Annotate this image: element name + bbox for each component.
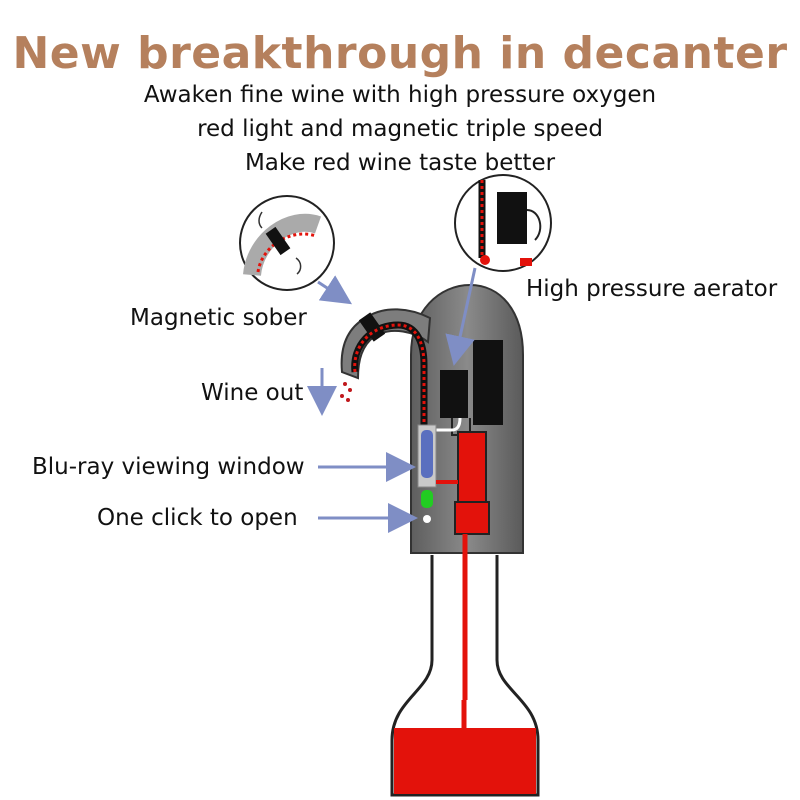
subtitle-line-3: Make red wine taste better: [244, 150, 556, 176]
magnet-detail-icon: [239, 195, 335, 291]
page-title: New breakthrough in decanter: [12, 28, 788, 79]
label-one-click-open: One click to open: [97, 505, 298, 531]
aerator-block: [440, 370, 468, 418]
label-bluray-window: Blu-ray viewing window: [32, 454, 305, 480]
subtitle-line-1: Awaken fine wine with high pressure oxyg…: [143, 82, 657, 108]
label-magnetic-sober: Magnetic sober: [130, 305, 307, 331]
motor-block: [473, 340, 503, 425]
aerator-detail-icon: [454, 174, 552, 272]
subtitle-line-2: red light and magnetic triple speed: [197, 116, 603, 142]
wine-fill: [394, 728, 536, 794]
one-click-button: [421, 490, 433, 508]
label-wine-out: Wine out: [201, 380, 304, 406]
label-high-pressure-aerator: High pressure aerator: [526, 276, 778, 302]
callout-arrows: [307, 267, 477, 533]
pump-body: [340, 283, 524, 700]
